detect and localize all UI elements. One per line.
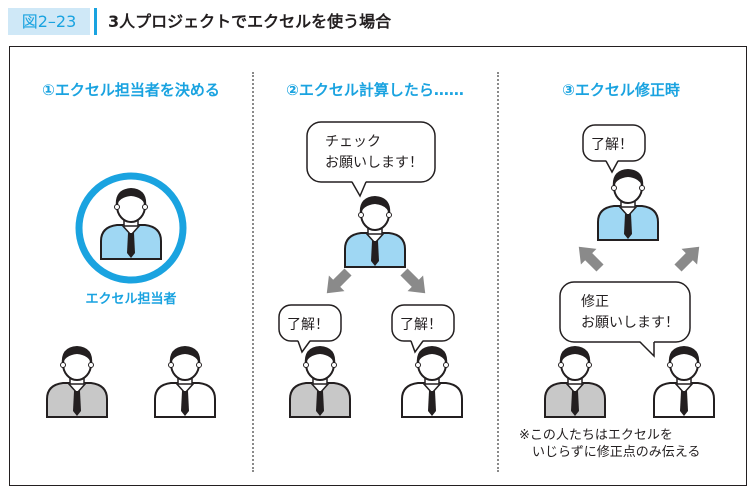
bubble-ack-left: 了解！ xyxy=(287,317,329,333)
leader-highlight-circle xyxy=(75,172,187,284)
person-icon xyxy=(544,345,606,418)
bubble-request-line-1: チェック xyxy=(325,134,381,150)
arrow-icon xyxy=(396,264,433,301)
figure-number: 図2–23 xyxy=(8,8,90,35)
panel-2-title: ②エクセル計算したら…… xyxy=(286,81,464,99)
person-icon xyxy=(344,195,406,268)
speech-bubble: チェック お願いします！ xyxy=(306,121,436,198)
panel-3-note: ※この人たちはエクセルを いじらずに修正点のみ伝える xyxy=(519,428,701,460)
panel-3-title: ③エクセル修正時 xyxy=(562,81,680,99)
panel-1-title: ①エクセル担当者を決める xyxy=(42,81,220,99)
person-icon xyxy=(154,345,216,418)
person-icon xyxy=(597,168,659,241)
excel-owner-label: エクセル担当者 xyxy=(85,292,177,307)
figure-header: 図2–23 3人プロジェクトでエクセルを使う場合 xyxy=(0,0,755,40)
bubble-fix-line-2: お願いします！ xyxy=(581,315,679,331)
person-icon xyxy=(289,345,351,418)
speech-bubble: 修正 お願いします！ xyxy=(559,281,691,358)
arrow-icon xyxy=(319,264,356,301)
speech-bubble: 了解！ xyxy=(582,124,646,174)
bubble-ack-top: 了解！ xyxy=(591,137,633,153)
person-icon xyxy=(100,187,162,260)
bubble-request-line-2: お願いします！ xyxy=(325,155,423,171)
figure-title: 3人プロジェクトでエクセルを使う場合 xyxy=(108,12,392,31)
speech-bubble: 了解！ xyxy=(278,304,342,354)
bubble-ack-right: 了解！ xyxy=(400,317,442,333)
arrow-icon xyxy=(571,239,608,276)
panel-divider-1 xyxy=(252,72,254,472)
panel-divider-2 xyxy=(497,72,499,472)
figure-header-bar xyxy=(94,8,97,35)
person-icon xyxy=(46,345,108,418)
bubble-fix-line-1: 修正 xyxy=(581,294,609,310)
arrow-icon xyxy=(670,239,707,276)
speech-bubble: 了解！ xyxy=(391,304,455,354)
diagram-frame xyxy=(9,46,747,486)
person-icon xyxy=(401,345,463,418)
person-icon xyxy=(653,345,715,418)
